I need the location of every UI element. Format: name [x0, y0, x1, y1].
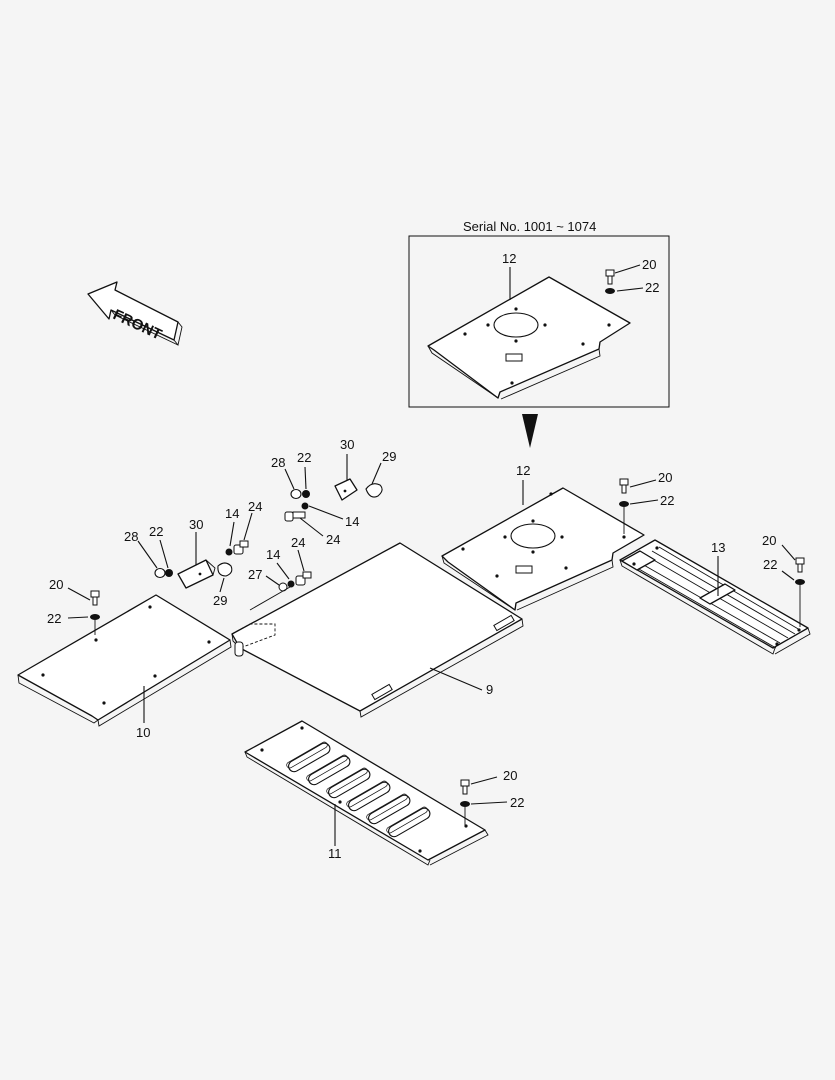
callout-27: 27: [248, 567, 262, 582]
callout-20-right: 20: [762, 533, 776, 548]
callout-20-mid: 20: [658, 470, 672, 485]
callout-22-a: 22: [297, 450, 311, 465]
bolt-20-bottom: [460, 779, 470, 795]
callout-9: 9: [486, 682, 493, 697]
callout-29-a: 29: [382, 449, 396, 464]
callout-22-mid: 22: [660, 493, 674, 508]
callout-22-bottom: 22: [510, 795, 524, 810]
plate-10: [17, 594, 232, 727]
serial-inset: Serial No. 1001 ~ 1074 12 20 2: [408, 219, 670, 408]
callout-20-inset: 20: [642, 257, 656, 272]
inset-frame: [408, 235, 670, 408]
callout-30-a: 30: [340, 437, 354, 452]
callout-29-b: 29: [213, 593, 227, 608]
callout-11: 11: [328, 846, 342, 861]
plate-12-opening: [510, 523, 556, 549]
washer-22a: [302, 490, 310, 498]
inset-title: Serial No. 1001 ~ 1074: [463, 219, 596, 234]
callout-14-a: 14: [345, 514, 359, 529]
leader-lines: [67, 454, 796, 846]
callout-14-b: 14: [225, 506, 239, 521]
callout-24-b: 24: [248, 499, 262, 514]
bumper-29a: [365, 483, 383, 498]
inset-plate-12-opening: [493, 312, 539, 338]
callout-22-left: 22: [47, 611, 61, 626]
bolt-20-left: [90, 590, 100, 606]
inset-bolt: [605, 269, 615, 285]
plate-9: [231, 542, 524, 718]
bolt-20-right: [795, 557, 805, 573]
washer-22b: [165, 569, 173, 577]
callout-20-left: 20: [49, 577, 63, 592]
callout-10: 10: [136, 725, 150, 740]
inset-plate-12: [427, 276, 631, 400]
callout-12: 12: [516, 463, 530, 478]
callout-24-a: 24: [326, 532, 340, 547]
bracket-assembly-b: [154, 540, 249, 589]
plate-12: [441, 487, 645, 611]
washer-22-bottom: [460, 801, 470, 807]
nut-28b: [154, 567, 166, 579]
callout-22-inset: 22: [645, 280, 659, 295]
bolt-20-mid: [619, 478, 629, 494]
bumper-29b: [217, 562, 233, 577]
front-direction-arrow: FRONT: [87, 281, 183, 347]
callout-22-right: 22: [763, 557, 777, 572]
callout-24-c: 24: [291, 535, 305, 550]
callout-28-a: 28: [271, 455, 285, 470]
callout-14-c: 14: [266, 547, 280, 562]
washer-14b: [225, 548, 233, 556]
washer-22-right: [795, 579, 805, 585]
callout-12-inset: 12: [502, 251, 516, 266]
washer-22-left: [90, 614, 100, 620]
hardware-27-14-24: [249, 571, 312, 611]
callout-20-bottom: 20: [503, 768, 517, 783]
bolt-24a: [284, 511, 306, 522]
washer-22-mid: [619, 501, 629, 507]
callout-28-b: 28: [124, 529, 138, 544]
nut-28a: [290, 488, 302, 500]
callout-30-b: 30: [189, 517, 203, 532]
plate-11: [244, 720, 489, 866]
inset-pointer-arrow: [522, 414, 538, 448]
bolt-24c: [295, 571, 312, 586]
inset-washer: [605, 288, 615, 294]
bracket-assembly-a: [284, 478, 383, 522]
washer-14a: [301, 502, 309, 510]
callout-13: 13: [711, 540, 725, 555]
step-13: [619, 539, 811, 655]
plate-11-slots: [286, 741, 431, 838]
washer-14c: [287, 580, 295, 588]
callout-22-b: 22: [149, 524, 163, 539]
bolt-24b: [233, 540, 249, 555]
